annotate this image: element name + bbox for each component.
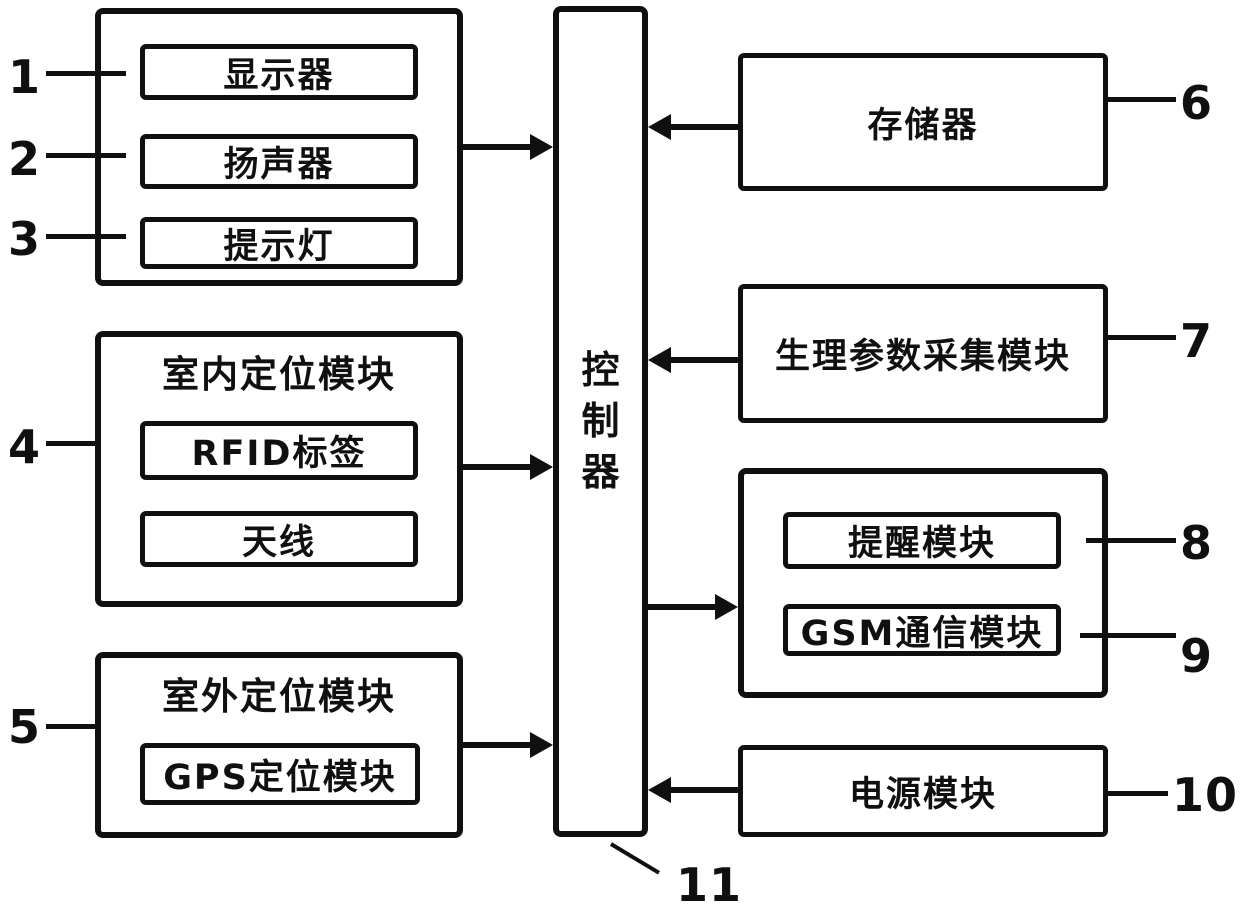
arrow-physio-to-controller-head — [648, 347, 671, 373]
physio-collection-label: 生理参数采集模块 — [774, 337, 1071, 377]
leader-line-2 — [46, 153, 126, 158]
controller-label: 控制器 — [581, 347, 620, 495]
speaker-label: 扬声器 — [223, 145, 335, 185]
ref-number-7: 7 — [1180, 314, 1214, 368]
arrow-output-to-controller-shaft — [460, 144, 532, 150]
ref-number-3: 3 — [8, 212, 42, 266]
ref-number-8: 8 — [1180, 516, 1214, 570]
display-box: 显示器 — [140, 44, 418, 100]
outdoor-positioning-title: 室外定位模块 — [162, 675, 396, 718]
arrow-indoor-to-controller-shaft — [460, 464, 532, 470]
power-box: 电源模块 — [738, 745, 1108, 837]
gps-module-box: GPS定位模块 — [140, 743, 420, 805]
leader-line-5 — [46, 724, 99, 729]
leader-line-7 — [1105, 335, 1176, 340]
ref-number-6: 6 — [1180, 76, 1214, 130]
indicator-light-box: 提示灯 — [140, 217, 418, 269]
leader-line-9 — [1080, 633, 1176, 638]
power-label: 电源模块 — [848, 774, 997, 815]
memory-label: 存储器 — [867, 105, 979, 146]
reminder-label: 提醒模块 — [847, 524, 996, 564]
arrow-outdoor-to-controller-shaft — [460, 742, 532, 748]
leader-line-11 — [609, 842, 661, 875]
indicator-light-label: 提示灯 — [223, 226, 335, 267]
antenna-label: 天线 — [241, 522, 316, 563]
gps-module-label: GPS定位模块 — [163, 757, 397, 798]
arrow-controller-to-remindergroup-shaft — [648, 604, 717, 610]
leader-line-4 — [46, 441, 99, 446]
indoor-positioning-title: 室内定位模块 — [162, 353, 396, 396]
arrow-outdoor-to-controller-head — [530, 732, 553, 758]
controller-box: 控制器 — [553, 6, 648, 837]
arrow-physio-to-controller-shaft — [669, 357, 738, 363]
leader-line-3 — [46, 234, 126, 239]
arrow-memory-to-controller-shaft — [669, 124, 738, 130]
memory-box: 存储器 — [738, 53, 1108, 191]
reminder-gsm-group-box — [738, 468, 1108, 698]
arrow-controller-to-remindergroup-head — [715, 594, 738, 620]
ref-number-9: 9 — [1180, 629, 1214, 683]
ref-number-10: 10 — [1172, 768, 1239, 822]
arrow-output-to-controller-head — [530, 134, 553, 160]
gsm-box: GSM通信模块 — [783, 604, 1061, 656]
rfid-tag-box: RFID标签 — [140, 421, 418, 480]
rfid-tag-label: RFID标签 — [191, 434, 367, 474]
arrow-power-to-controller-head — [648, 777, 671, 803]
physio-collection-box: 生理参数采集模块 — [738, 284, 1108, 423]
arrow-memory-to-controller-head — [648, 114, 671, 140]
reminder-box: 提醒模块 — [783, 512, 1061, 569]
ref-number-11: 11 — [676, 858, 743, 911]
leader-line-8 — [1086, 538, 1176, 543]
leader-line-6 — [1105, 97, 1176, 102]
ref-number-4: 4 — [8, 420, 42, 474]
leader-line-10 — [1105, 791, 1168, 796]
ref-number-1: 1 — [8, 50, 42, 104]
display-label: 显示器 — [223, 55, 335, 96]
arrow-power-to-controller-shaft — [669, 787, 738, 793]
antenna-box: 天线 — [140, 511, 418, 567]
gsm-label: GSM通信模块 — [800, 613, 1044, 654]
ref-number-2: 2 — [8, 132, 42, 186]
speaker-box: 扬声器 — [140, 134, 418, 189]
arrow-indoor-to-controller-head — [530, 454, 553, 480]
leader-line-1 — [46, 71, 126, 76]
ref-number-5: 5 — [8, 700, 42, 754]
